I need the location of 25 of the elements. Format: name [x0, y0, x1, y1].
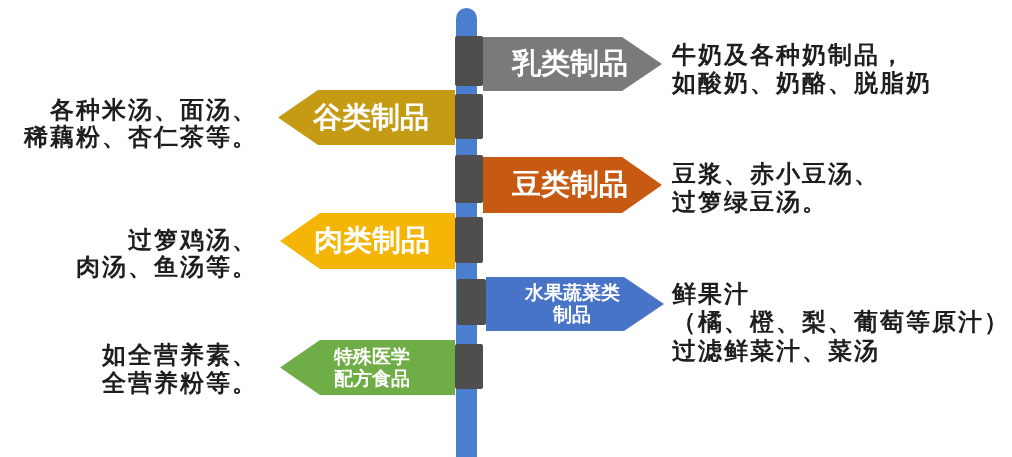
sign-label: 肉类制品 [313, 224, 430, 258]
sign-label: 特殊医学配方食品 [332, 345, 411, 390]
direction-sign [483, 157, 662, 213]
description-text: 过滤鲜菜汁、菜汤 [672, 337, 880, 365]
description-text: 过箩鸡汤、 [128, 226, 258, 254]
description-text: 全营养粉等。 [102, 369, 258, 397]
direction-sign [483, 37, 662, 91]
description-text: 如酸奶、奶酪、脱脂奶 [672, 69, 932, 97]
description-text: 如全营养素、 [102, 341, 258, 369]
sign-label: 乳类制品 [511, 47, 628, 81]
description-text: 稀藕粉、杏仁茶等。 [24, 123, 258, 151]
direction-sign [486, 277, 664, 331]
direction-sign [278, 90, 455, 145]
direction-sign [280, 213, 455, 269]
sign-label: 水果蔬菜类制品 [523, 282, 621, 326]
sign-label: 豆类制品 [511, 168, 628, 202]
direction-sign [280, 340, 455, 395]
description-text: 肉汤、鱼汤等。 [76, 253, 258, 281]
description-text: 鲜果汁 [672, 280, 750, 308]
description-text: （橘、橙、梨、葡萄等原汁） [672, 308, 1010, 336]
description-text: 豆浆、赤小豆汤、 [672, 160, 880, 188]
sign-label: 谷类制品 [312, 100, 429, 135]
description-text: 过箩绿豆汤。 [672, 188, 828, 216]
description-text: 牛奶及各种奶制品， [672, 41, 906, 69]
description-text: 各种米汤、面汤、 [50, 96, 258, 124]
